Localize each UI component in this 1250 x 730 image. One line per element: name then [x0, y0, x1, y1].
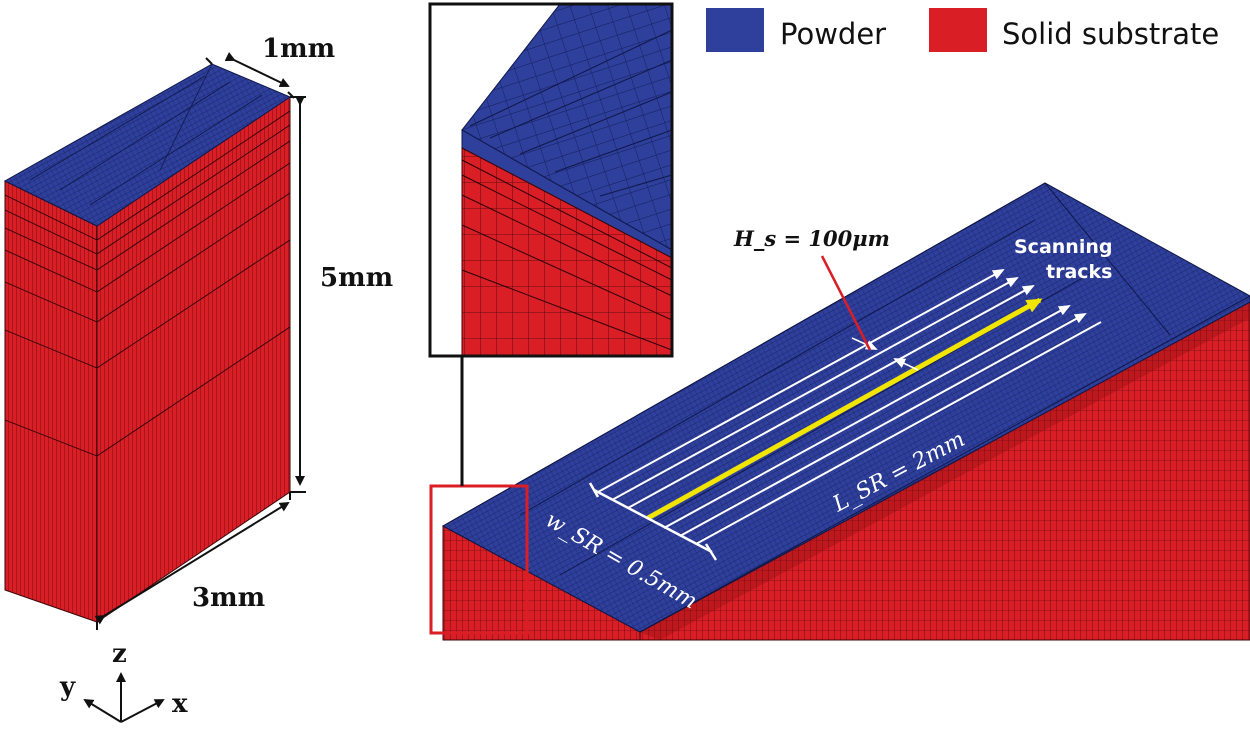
scan-track-3 — [627, 285, 1035, 509]
axis-z-label: z — [112, 639, 127, 669]
zoom-inset-frame — [428, 2, 674, 358]
dim-width-label: 3mm — [192, 583, 265, 613]
scanning-tracks-label-2: tracks — [1046, 261, 1112, 283]
corner-highlight-box — [429, 484, 529, 635]
legend-swatch-substrate — [929, 8, 987, 52]
scan-track-1 — [597, 269, 1005, 493]
legend: Powder Solid substrate — [706, 8, 1219, 52]
legend-swatch-powder — [706, 8, 764, 52]
scan-track-7 — [695, 321, 1102, 545]
hatch-callout-line — [820, 255, 872, 351]
left-dimensions — [94, 52, 306, 630]
axis-x-label: x — [172, 689, 188, 719]
scanning-tracks — [597, 269, 1102, 545]
scan-track-2 — [611, 277, 1019, 501]
hatch-spacing-label: H_s = 100μm — [733, 226, 890, 251]
scan-track-6 — [679, 313, 1087, 537]
inset-substrate — [461, 147, 672, 356]
dim-height-label: 5mm — [320, 263, 393, 293]
scan-track-active — [646, 297, 1043, 521]
dim-depth-label: 1mm — [262, 34, 335, 64]
scan-track-5 — [663, 305, 1071, 529]
left-block-model — [3, 63, 292, 623]
zoom-inset — [430, 4, 672, 356]
axis-triad — [83, 672, 165, 723]
legend-label-substrate: Solid substrate — [1002, 17, 1219, 51]
scan-width-marker — [588, 482, 718, 561]
hatch-spacing-marker — [851, 337, 919, 371]
scanning-tracks-label-1: Scanning — [1014, 236, 1112, 258]
legend-label-powder: Powder — [780, 17, 886, 51]
axis-y-label: y — [59, 672, 76, 702]
